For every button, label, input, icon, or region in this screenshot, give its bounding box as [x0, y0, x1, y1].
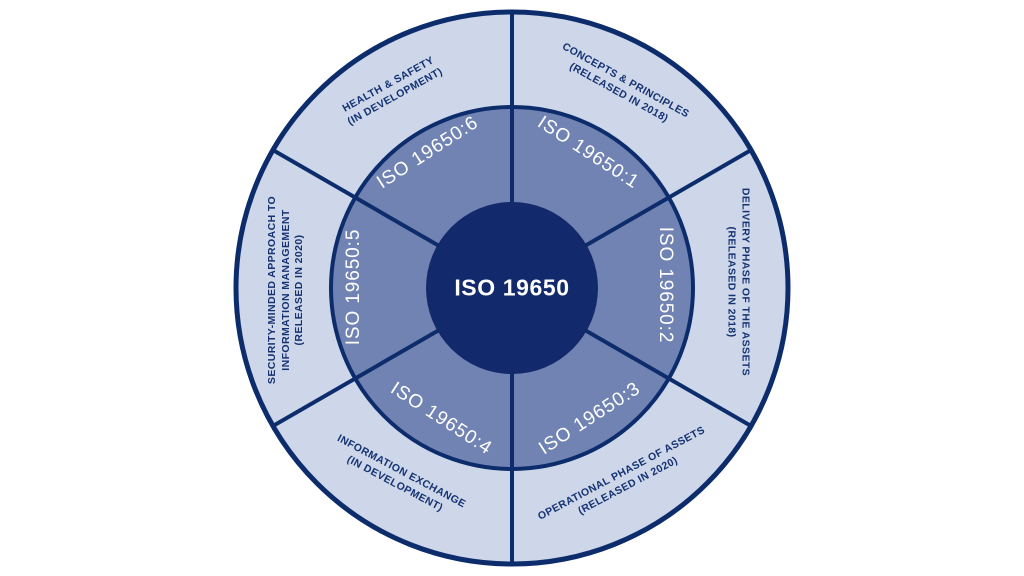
center-circle [426, 202, 598, 374]
